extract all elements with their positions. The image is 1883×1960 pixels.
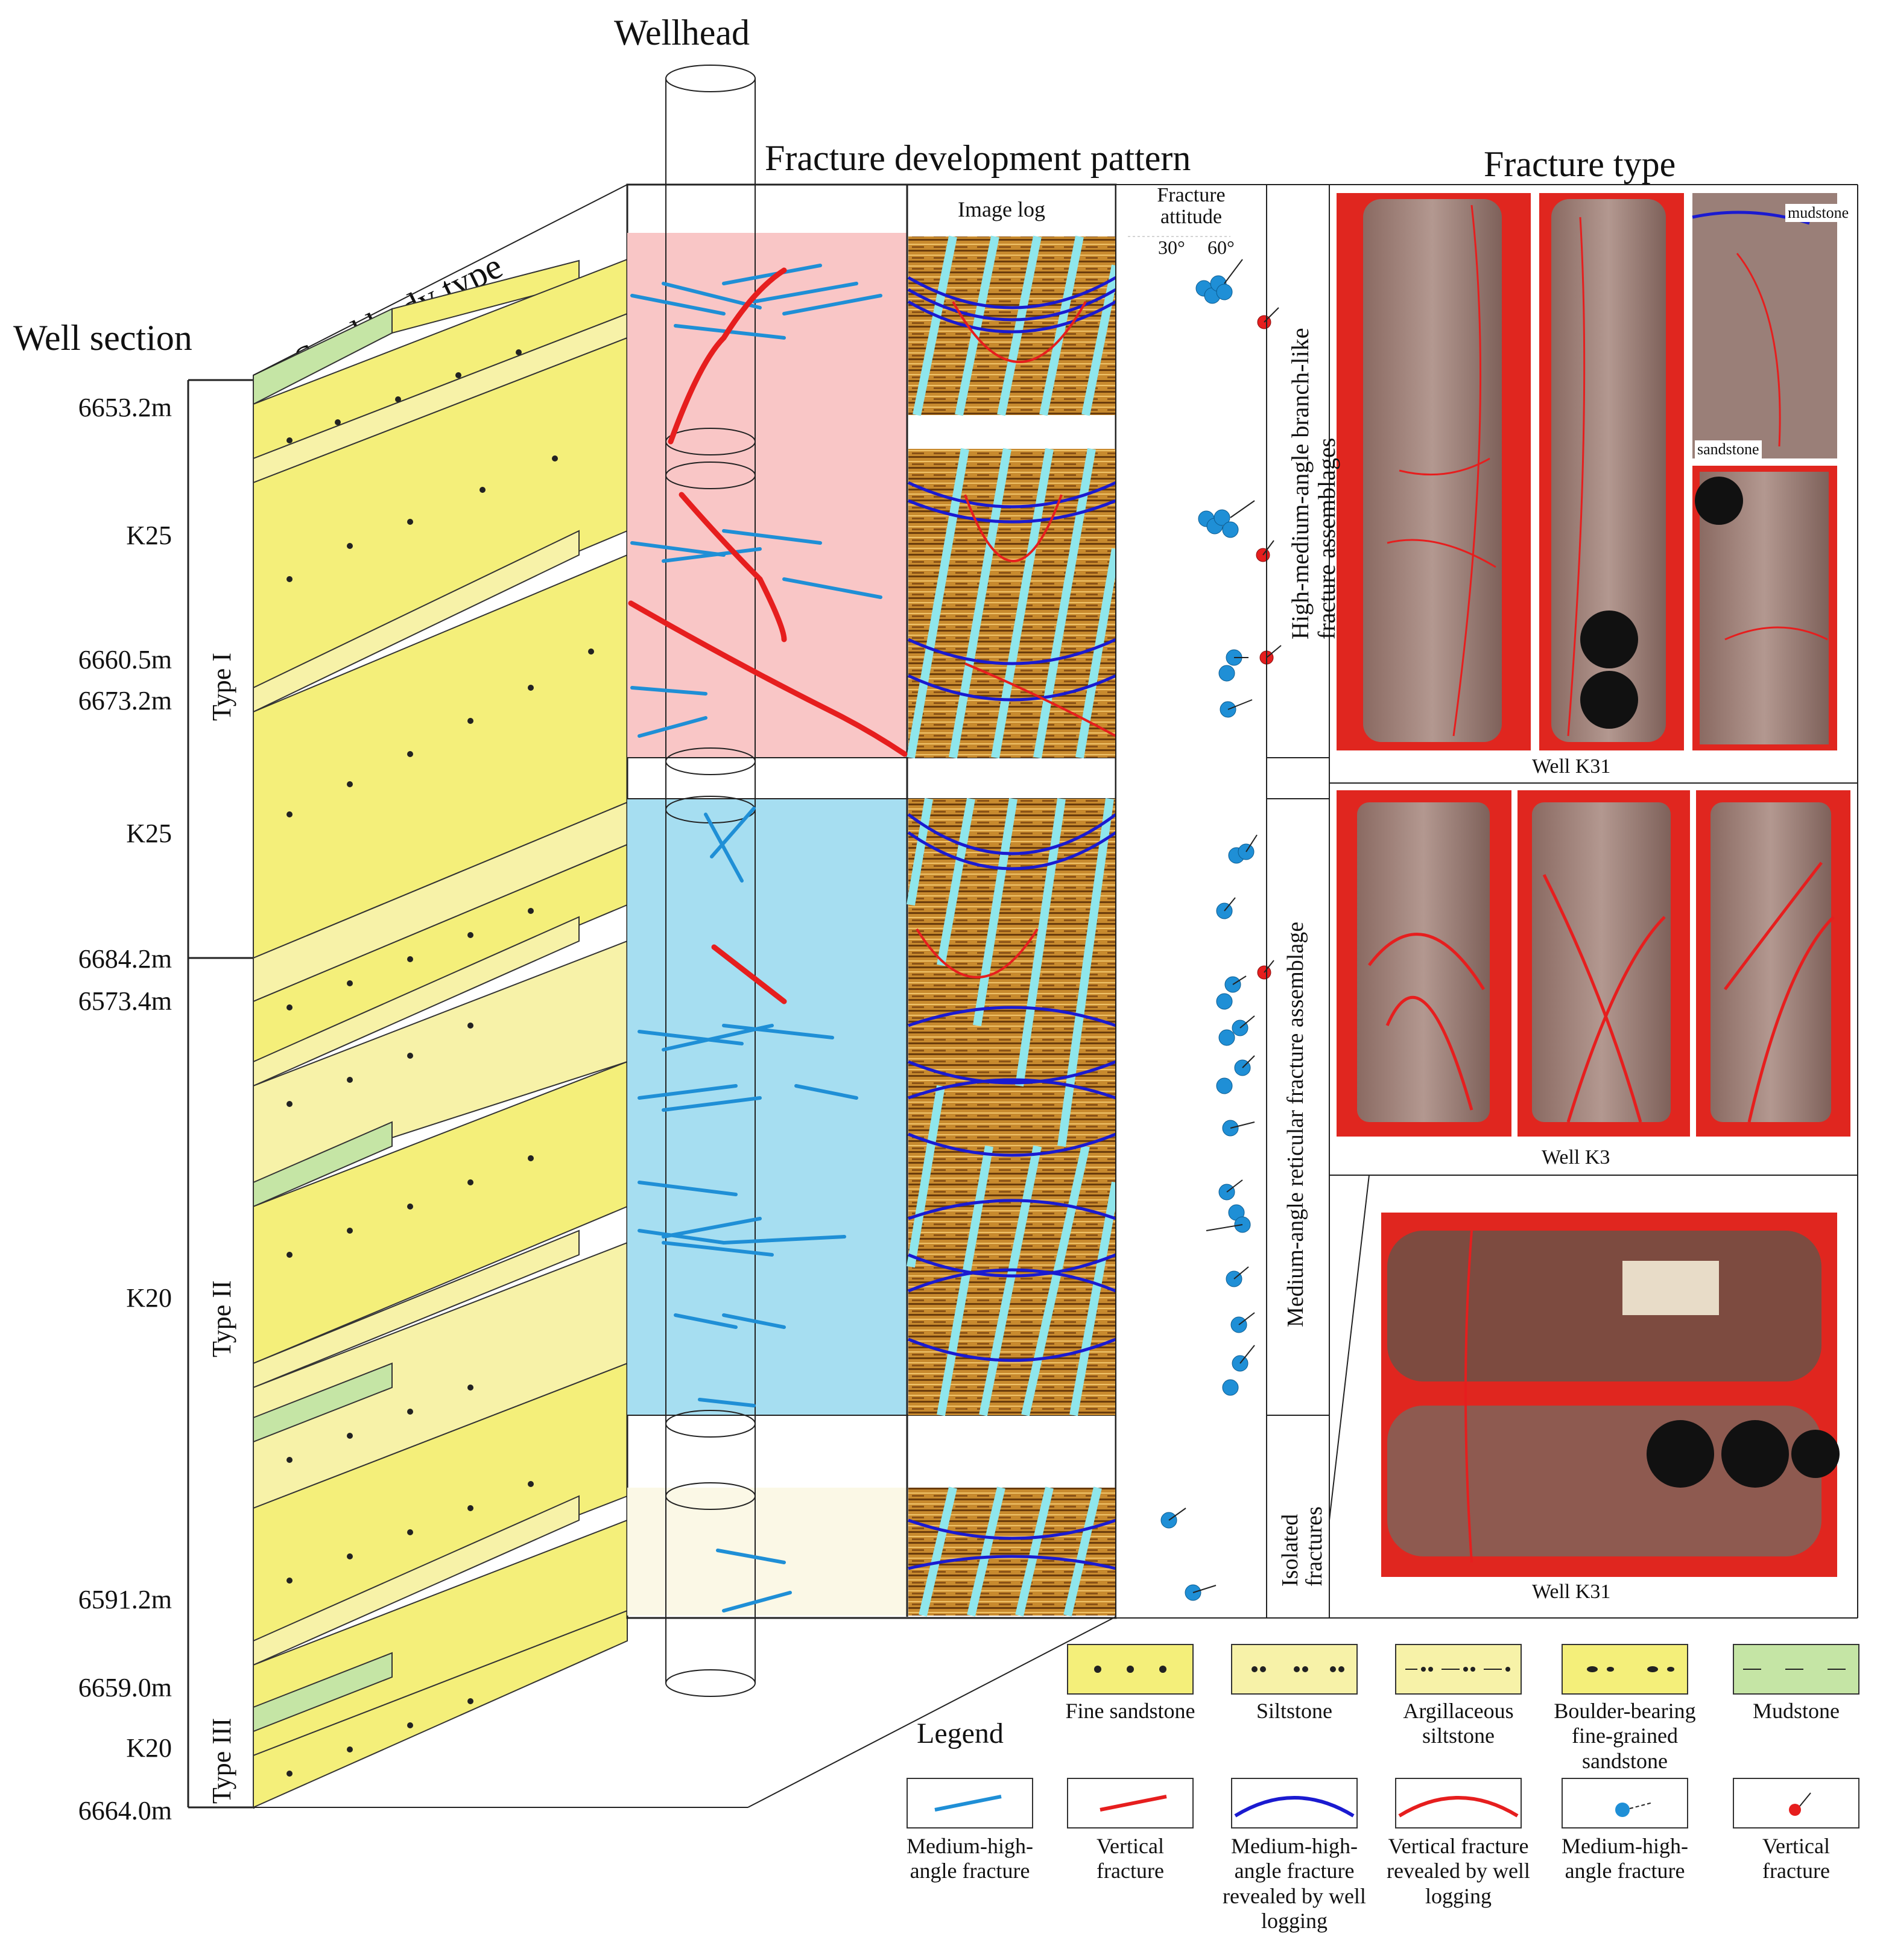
assemblage-label-reticular: Medium-angle reticular fracture assembla…	[1283, 921, 1308, 1327]
assemblage-label-branch: High-medium-angle branch-like fracture a…	[1286, 328, 1340, 639]
legend-label: Argillaceous siltstone	[1403, 1699, 1514, 1748]
core-caption: Well K31	[1532, 1581, 1611, 1603]
assemblage-label-isolated: Isolated fractures	[1277, 1506, 1327, 1587]
legend-label: Vertical fracture	[1097, 1834, 1164, 1883]
depth-label: 6591.2m	[78, 1585, 172, 1614]
depth-label: 6653.2m	[78, 393, 172, 422]
well-section-title: Well section	[13, 318, 192, 358]
assemblage-column	[1266, 184, 1858, 1619]
image-log-header: Image log	[958, 197, 1045, 221]
sandstone-label: sandstone	[1695, 440, 1762, 458]
fracture-pattern-panel	[626, 183, 1117, 1619]
legend-title: Legend	[917, 1717, 1004, 1749]
legend-label: Vertical fracture revealed by well loggi…	[1387, 1834, 1530, 1908]
legend-label: Medium-high-angle fracture	[1562, 1834, 1688, 1883]
core-caption: Well K3	[1542, 1146, 1610, 1169]
core-photos	[1337, 193, 1850, 1577]
depth-label: 6664.0m	[78, 1796, 172, 1825]
depth-label: K25	[126, 819, 172, 848]
legend-label: Medium-high-angle fracture	[907, 1834, 1033, 1883]
attitude-60-label: 60°	[1207, 236, 1235, 258]
fracture-attitude-header: Fracture attitude	[1128, 185, 1255, 227]
fracture-sticks	[628, 264, 908, 1613]
mudstone-label: mudstone	[1785, 204, 1852, 222]
sand-body-block	[253, 184, 1116, 1809]
legend	[907, 1644, 1859, 1828]
legend-label: Fine sandstone	[1065, 1699, 1195, 1723]
wellhead-title: Wellhead	[614, 13, 750, 52]
depth-label: 6573.4m	[78, 986, 172, 1016]
well-section-bracket	[187, 379, 253, 1809]
fracture-pattern-title: Fracture development pattern	[765, 138, 1191, 178]
depth-label: K25	[126, 521, 172, 550]
attitude-30-label: 30°	[1158, 236, 1185, 258]
depth-label: K20	[126, 1283, 172, 1313]
legend-label: Medium-high-angle fracture revealed by w…	[1223, 1834, 1366, 1933]
wellbore-cylinder	[665, 65, 756, 1697]
core-caption: Well K31	[1532, 755, 1611, 778]
fracture-type-title: Fracture type	[1484, 144, 1676, 184]
image-log-strips	[907, 235, 1120, 1617]
depth-label: 6684.2m	[78, 944, 172, 974]
fracture-attitude-column	[1115, 184, 1282, 1619]
depth-label: 6659.0m	[78, 1673, 172, 1702]
fracture-attitude-label: Fracture attitude	[1157, 184, 1226, 228]
depth-label: K20	[126, 1733, 172, 1763]
depth-label: 6660.5m	[78, 645, 172, 674]
depth-label: 6673.2m	[78, 686, 172, 715]
legend-label: Vertical fracture	[1762, 1834, 1830, 1883]
legend-label: Boulder-bearing fine-grained sandstone	[1554, 1699, 1696, 1773]
legend-label: Mudstone	[1753, 1699, 1840, 1723]
legend-label: Siltstone	[1256, 1699, 1333, 1723]
